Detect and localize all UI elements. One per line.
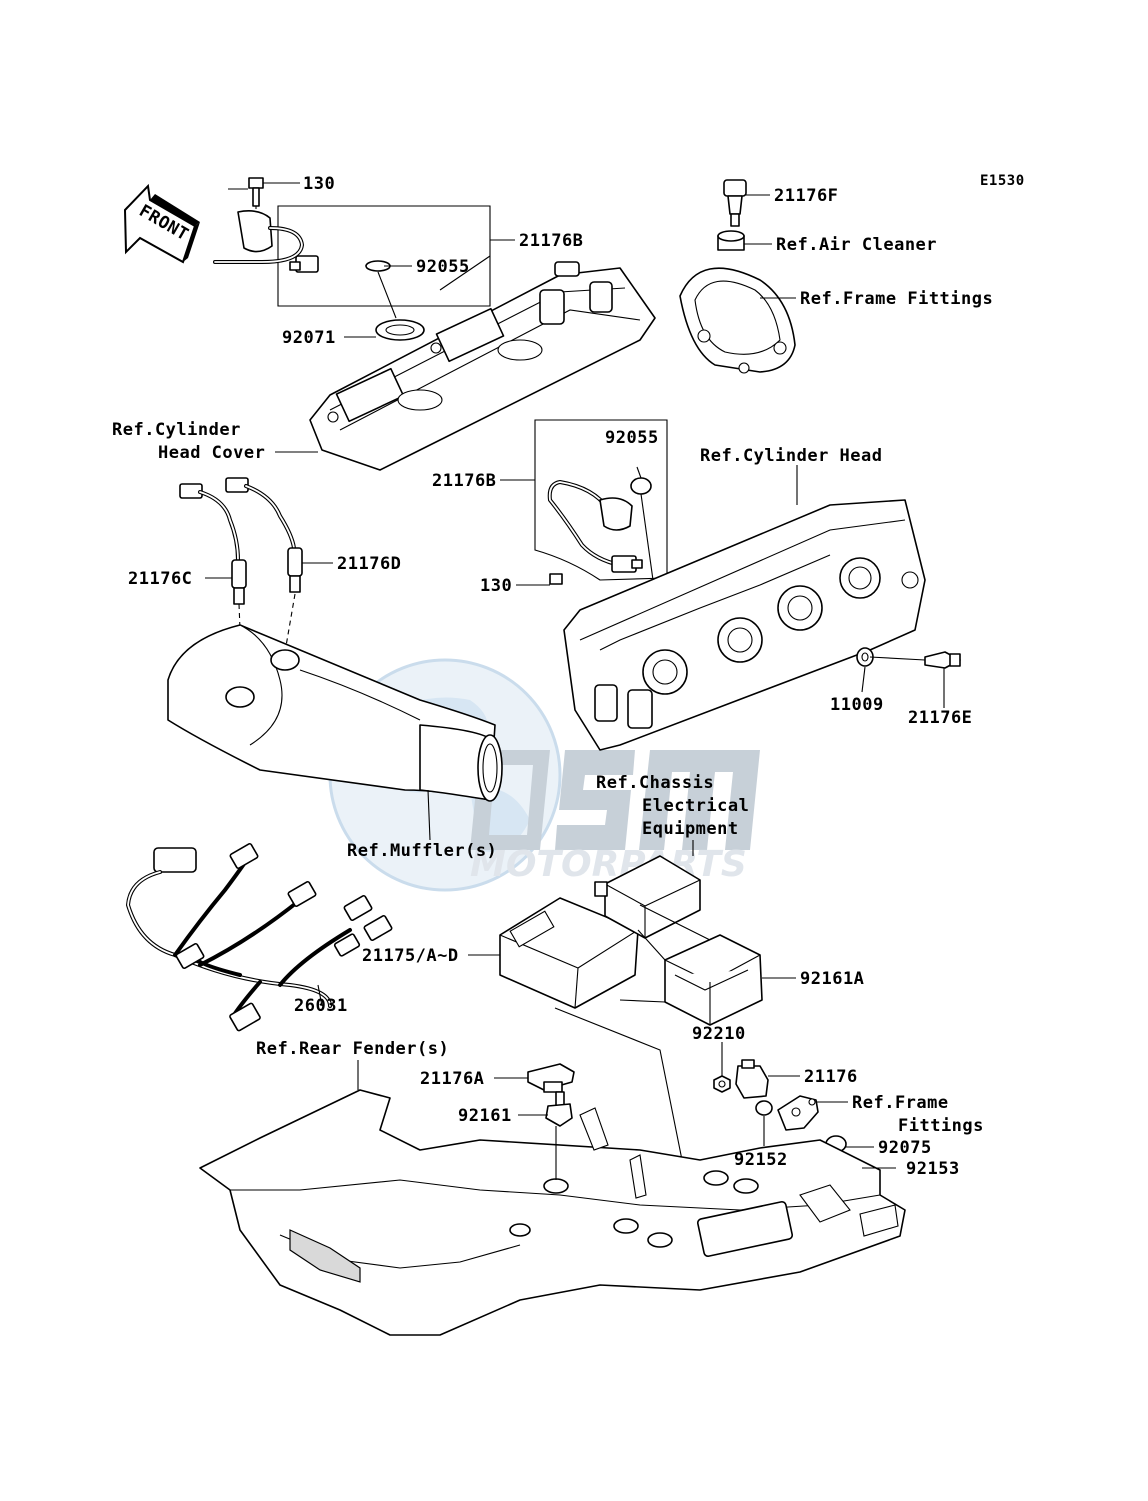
callout-ref-cylinder-head: Ref.Cylinder Head — [700, 446, 883, 466]
callout-electrical: Electrical — [642, 796, 749, 816]
callout-130-top: 130 — [303, 174, 335, 194]
callout-equipment: Equipment — [642, 819, 739, 839]
callout-ref-rear-fender: Ref.Rear Fender(s) — [256, 1039, 449, 1059]
callout-head-cover: Head Cover — [158, 443, 265, 463]
bolt-130-top — [248, 177, 264, 207]
callout-92161: 92161 — [458, 1106, 512, 1126]
callout-ref-frame-fittings-top: Ref.Frame Fittings — [800, 289, 993, 309]
rear-fender — [199, 1089, 906, 1336]
callout-21176F: 21176F — [774, 186, 838, 206]
figure-id: E1530 — [980, 173, 1025, 189]
bracket-frame-fitting — [777, 1095, 819, 1131]
callout-92055-mid: 92055 — [605, 428, 659, 448]
leader-lines — [205, 182, 945, 1169]
sensor-21176 — [735, 1059, 769, 1099]
nut-92210 — [713, 1075, 731, 1093]
ecu-21175 — [499, 897, 639, 1009]
cylinder-head-cover — [309, 261, 656, 471]
muffler-pipe — [167, 624, 503, 802]
cam-sensor-assembly-top — [213, 177, 491, 341]
callout-21176E: 21176E — [908, 708, 972, 728]
air-cleaner-housing — [679, 267, 796, 374]
pressure-sensor-21176A — [527, 1063, 575, 1107]
callout-ref-frame: Ref.Frame — [852, 1093, 949, 1113]
ecu-link-lines — [554, 904, 711, 1251]
callout-92153: 92153 — [906, 1159, 960, 1179]
callout-21176A: 21176A — [420, 1069, 484, 1089]
callout-labels: 130 21176B 92055 92071 Ref.Cylinder Head… — [112, 174, 993, 1179]
sub-harness-26031 — [125, 843, 393, 1032]
oxygen-sensor-21176D — [225, 477, 303, 653]
callout-ref-air-cleaner: Ref.Air Cleaner — [776, 235, 937, 255]
callout-ref-chassis: Ref.Chassis — [596, 773, 714, 793]
callout-fittings: Fittings — [898, 1116, 984, 1136]
sensor-holder-92161 — [545, 1103, 573, 1127]
callout-92071: 92071 — [282, 328, 336, 348]
watermark-brand-text: MOTORPARTS — [470, 844, 747, 885]
callout-ref-muffler: Ref.Muffler(s) — [347, 841, 497, 861]
water-temp-sensor-21176E — [869, 651, 961, 669]
callout-92152: 92152 — [734, 1150, 788, 1170]
intake-air-temp-sensor-21176F — [723, 179, 747, 227]
callout-11009: 11009 — [830, 695, 884, 715]
callout-92161A: 92161A — [800, 969, 864, 989]
callout-21176D: 21176D — [337, 554, 401, 574]
callout-26031: 26031 — [294, 996, 348, 1016]
callout-21176B-top: 21176B — [519, 231, 583, 251]
front-direction-arrow-icon: FRONT — [123, 183, 200, 264]
air-cleaner-grommet — [717, 230, 745, 251]
cam-sensor-assembly-mid — [534, 419, 668, 585]
callout-ref-cylinder: Ref.Cylinder — [112, 420, 241, 440]
collar-92152 — [755, 1100, 773, 1116]
callout-92055-top: 92055 — [416, 257, 470, 277]
cylinder-head — [563, 499, 926, 751]
callout-21176B-mid: 21176B — [432, 471, 496, 491]
callout-21176C: 21176C — [128, 569, 192, 589]
callout-92075: 92075 — [878, 1138, 932, 1158]
callout-21175: 21175/A~D — [362, 946, 459, 966]
callout-21176: 21176 — [804, 1067, 858, 1087]
chassis-electrical-module — [594, 855, 701, 939]
ecu-holder-92161A — [664, 934, 763, 1026]
callout-92210: 92210 — [692, 1024, 746, 1044]
callout-130-mid: 130 — [480, 576, 512, 596]
